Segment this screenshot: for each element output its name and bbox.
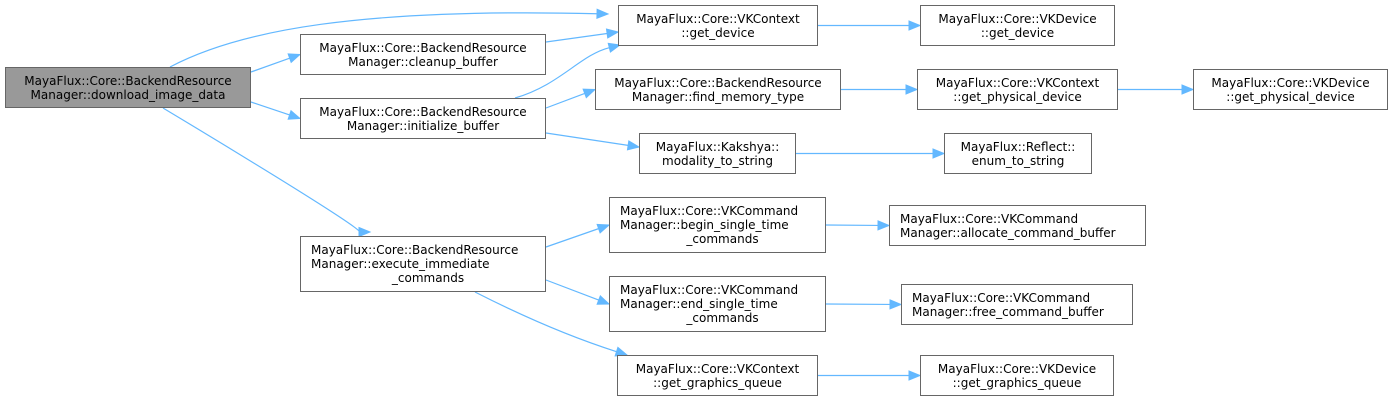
node-execute-immediate-commands[interactable]: MayaFlux::Core::BackendResource Manager:… — [300, 236, 546, 292]
node-label: Manager::find_memory_type — [631, 89, 805, 104]
node-vkdevice-get-device[interactable]: MayaFlux::Core::VKDevice ::get_device — [920, 5, 1115, 46]
edge-arrowhead — [287, 53, 302, 64]
edge-root-to-initialize_buffer — [250, 101, 290, 116]
node-label: MayaFlux::Core::BackendResource — [614, 75, 822, 90]
node-label: _commands — [686, 311, 759, 325]
edge-arrowhead — [932, 148, 946, 159]
node-label: _commands — [391, 271, 465, 285]
edge-arrowhead — [582, 88, 597, 99]
edge-arrowhead — [889, 299, 903, 310]
node-vkdevice-get-graphics-queue[interactable]: MayaFlux::Core::VKDevice ::get_graphics_… — [920, 355, 1114, 396]
node-vkdevice-get-physical-device[interactable]: MayaFlux::Core::VKDevice ::get_physical_… — [1193, 69, 1388, 110]
node-label: MayaFlux::Core::BackendResource — [24, 73, 232, 88]
edge-execute_immediate-to-begin_single — [545, 228, 599, 248]
node-label: MayaFlux::Core::VKCommand — [620, 283, 799, 297]
edge-initialize_buffer-to-ctx_get_device — [514, 47, 610, 99]
node-label: ::get_physical_device — [953, 89, 1082, 104]
edge-arrowhead — [605, 28, 620, 39]
node-label: MayaFlux::Core::VKCommand — [620, 204, 799, 218]
edge-arrowhead — [596, 223, 611, 234]
node-vkcontext-get-graphics-queue[interactable]: MayaFlux::Core::VKContext ::get_graphics… — [617, 355, 818, 396]
node-label: ::get_device — [980, 25, 1055, 40]
node-label: Manager::end_single_time — [620, 297, 778, 311]
node-vkcontext-get-physical-device[interactable]: MayaFlux::Core::VKContext ::get_physical… — [917, 69, 1118, 110]
edge-execute_immediate-to-end_single — [545, 279, 599, 301]
edge-arrowhead — [877, 220, 891, 231]
node-label: MayaFlux::Reflect:: — [960, 139, 1076, 154]
node-label: MayaFlux::Core::VKDevice — [938, 11, 1097, 26]
edge-arrowhead — [626, 140, 641, 151]
node-label: MayaFlux::Core::VKContext — [935, 75, 1100, 90]
node-end-single-time-commands[interactable]: MayaFlux::Core::VKCommand Manager::end_s… — [609, 276, 826, 332]
node-label: MayaFlux::Core::VKDevice — [1211, 75, 1370, 90]
node-label: ::get_graphics_queue — [952, 375, 1082, 390]
node-label: ::get_physical_device — [1226, 89, 1355, 104]
edge-arrowhead — [596, 8, 610, 19]
edge-root-to-cleanup_buffer — [250, 57, 290, 73]
node-cleanup-buffer[interactable]: MayaFlux::Core::BackendResource Manager:… — [300, 34, 546, 75]
node-label: ::get_graphics_queue — [653, 375, 782, 390]
node-label: MayaFlux::Core::VKContext — [636, 11, 800, 26]
node-label: MayaFlux::Core::BackendResource — [319, 40, 527, 55]
edge-arrowhead — [908, 370, 922, 381]
node-label: MayaFlux::Core::BackendResource — [311, 243, 519, 257]
edge-arrowhead — [1181, 84, 1195, 95]
node-label: Manager::begin_single_time — [620, 218, 789, 232]
node-label: MayaFlux::Core::VKContext — [635, 361, 800, 376]
node-modality-to-string[interactable]: MayaFlux::Kakshya:: modality_to_string — [639, 133, 796, 174]
node-download-image-data: MayaFlux::Core::BackendResource Manager:… — [5, 67, 251, 108]
edge-arrowhead — [607, 42, 622, 53]
node-label: MayaFlux::Core::VKCommand — [912, 290, 1091, 305]
edge-initialize_buffer-to-modality_to_string — [545, 132, 629, 146]
node-label: _commands — [686, 232, 759, 246]
node-label: Manager::free_command_buffer — [912, 304, 1104, 319]
edge-arrowhead — [908, 20, 922, 31]
node-begin-single-time-commands[interactable]: MayaFlux::Core::VKCommand Manager::begin… — [609, 197, 826, 253]
node-label: ::get_device — [681, 25, 755, 40]
node-label: Manager::cleanup_buffer — [348, 54, 498, 69]
node-allocate-command-buffer[interactable]: MayaFlux::Core::VKCommand Manager::alloc… — [889, 205, 1146, 246]
edge-arrowhead — [596, 295, 611, 305]
edge-arrowhead — [287, 109, 302, 120]
edge-initialize_buffer-to-find_memory_type — [545, 92, 585, 109]
node-label: enum_to_string — [971, 153, 1065, 168]
node-label: Manager::allocate_command_buffer — [900, 225, 1116, 240]
node-find-memory-type[interactable]: MayaFlux::Core::BackendResource Manager:… — [595, 69, 841, 110]
node-vkcontext-get-device[interactable]: MayaFlux::Core::VKContext ::get_device — [618, 5, 818, 46]
edge-root-to-ctx_get_device — [169, 12, 598, 68]
edge-cleanup_buffer-to-ctx_get_device — [545, 32, 608, 43]
edge-arrowhead — [905, 84, 919, 95]
node-label: Manager::download_image_data — [30, 87, 226, 102]
edge-arrowhead — [358, 226, 372, 238]
edge-execute_immediate-to-ctx_get_graphics_queue — [474, 291, 617, 353]
node-initialize-buffer[interactable]: MayaFlux::Core::BackendResource Manager:… — [300, 98, 546, 139]
node-label: Manager::execute_immediate — [311, 257, 490, 271]
node-enum-to-string[interactable]: MayaFlux::Reflect:: enum_to_string — [944, 133, 1092, 174]
node-label: modality_to_string — [662, 153, 773, 168]
edge-root-to-execute_immediate — [162, 107, 360, 233]
node-label: Manager::initialize_buffer — [346, 118, 500, 133]
node-free-command-buffer[interactable]: MayaFlux::Core::VKCommand Manager::free_… — [901, 284, 1133, 325]
node-label: MayaFlux::Core::VKDevice — [937, 361, 1097, 376]
node-label: MayaFlux::Core::VKCommand — [900, 211, 1079, 226]
node-label: MayaFlux::Core::BackendResource — [319, 104, 527, 119]
node-label: MayaFlux::Kakshya:: — [655, 139, 780, 154]
